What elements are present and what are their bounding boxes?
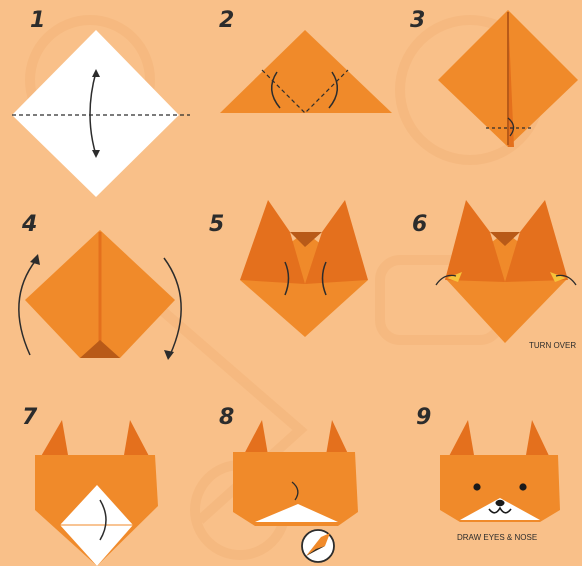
step-4-diagram [19, 230, 181, 360]
step-5-diagram [240, 200, 368, 337]
step-6-number: 6 [412, 212, 427, 237]
step-3-diagram [438, 10, 578, 147]
cat-nose [496, 500, 505, 506]
step-3-number: 3 [410, 8, 425, 33]
step-7-number: 7 [22, 405, 37, 430]
step-5-number: 5 [209, 212, 224, 237]
step-2-diagram [220, 30, 392, 113]
step-1-number: 1 [30, 8, 45, 33]
step-9-caption: DRAW EYES & NOSE [457, 533, 537, 542]
step-2-number: 2 [219, 8, 234, 33]
step-9-number: 9 [416, 405, 431, 430]
step-8-number: 8 [219, 405, 234, 430]
step-6-diagram [436, 200, 576, 343]
step-4-number: 4 [22, 212, 37, 237]
step-9-diagram [440, 420, 560, 522]
cat-eye-right [519, 483, 526, 490]
step-7-diagram [35, 420, 158, 566]
cat-eye-left [473, 483, 480, 490]
compass-logo-icon [302, 530, 334, 562]
step-6-caption: TURN OVER [529, 341, 576, 350]
